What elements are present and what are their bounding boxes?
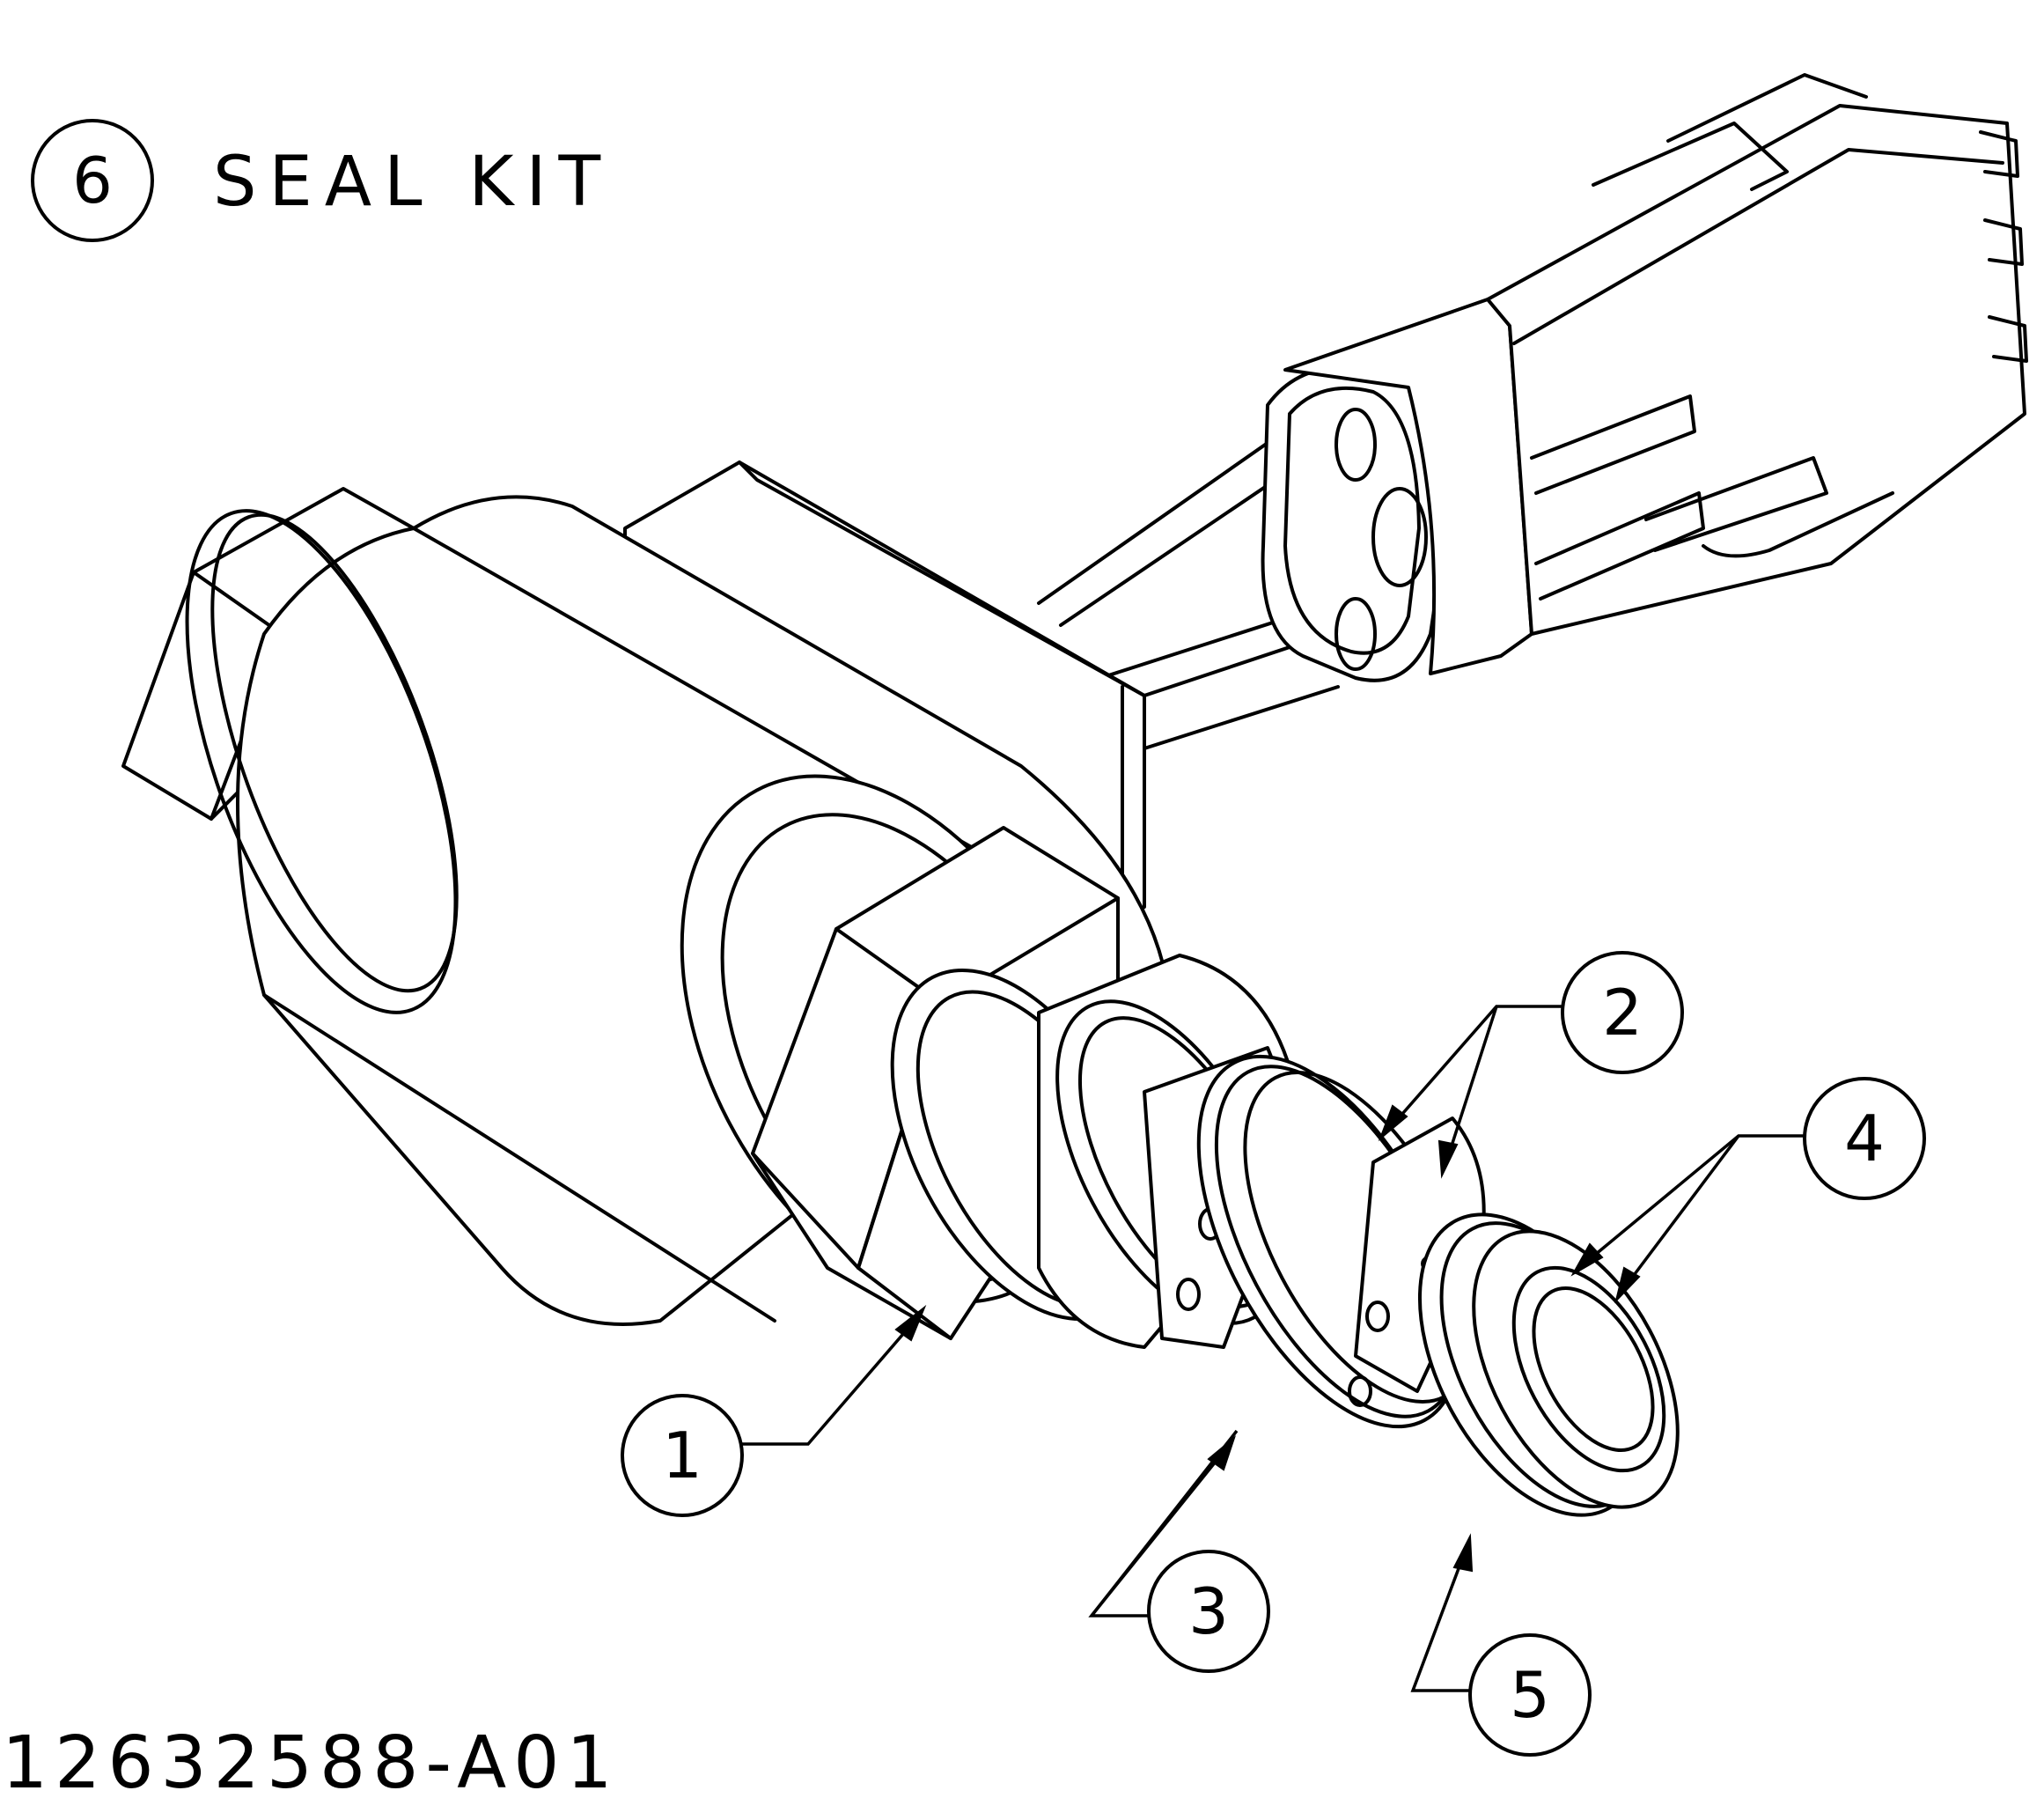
callout-2: 2	[1378, 951, 1684, 1179]
port-hole	[1348, 1375, 1372, 1407]
part-number: 12632588-A01	[2, 1721, 620, 1798]
leader-line-4a	[1583, 1134, 1805, 1265]
cartridge-nose	[1472, 1229, 1680, 1509]
callout-number-1: 1	[662, 1419, 702, 1492]
callout-1: 1	[621, 1304, 927, 1517]
callout-3: 3	[1088, 1429, 1270, 1673]
coil-rear-face	[185, 509, 458, 1014]
seal-kit-label: SEAL KIT	[213, 143, 613, 222]
terminal-pin-a	[1979, 130, 2019, 178]
callout-number-4: 4	[1844, 1102, 1885, 1175]
seal-kit-number: 6	[72, 144, 113, 217]
leader-arrow-2a	[1378, 1104, 1408, 1142]
leader-line-4b	[1622, 1134, 1740, 1290]
wire-bottom	[1143, 685, 1340, 750]
terminal-pin-c	[1988, 315, 2028, 363]
connector-latch-lower	[1534, 491, 1705, 601]
port-hole	[1365, 1301, 1390, 1332]
connector-housing	[1486, 104, 2026, 636]
connector-lock-tab	[1592, 122, 1789, 191]
callout-4: 4	[1570, 1077, 1926, 1304]
electrical-connector	[1037, 73, 2028, 750]
callout-bubble-3	[1147, 1550, 1270, 1673]
leader-line-3b	[1090, 1429, 1239, 1617]
leader-arrow-4a	[1570, 1242, 1604, 1277]
callout-number-3: 3	[1188, 1574, 1229, 1648]
leader-arrow-1	[894, 1304, 927, 1342]
leader-arrow-5	[1452, 1533, 1474, 1573]
valve-cartridge	[890, 954, 1680, 1517]
callout-bubble-2	[1561, 951, 1684, 1074]
seal-kit-bubble	[31, 119, 154, 242]
leader-arrow-4b	[1614, 1266, 1641, 1304]
callout-5: 5	[1410, 1533, 1592, 1757]
leader-line-5	[1410, 1549, 1470, 1692]
leader-arrow-2b	[1437, 1139, 1459, 1179]
leader-line-1	[742, 1313, 922, 1446]
callout-bubble-4	[1803, 1077, 1926, 1200]
connector-collar	[1283, 298, 1533, 675]
connector-latch-upper	[1530, 394, 1696, 495]
callout-bubble-1	[621, 1394, 744, 1517]
port-hole	[1176, 1278, 1201, 1311]
seal-kit-callout: 6 SEAL KIT	[31, 119, 613, 242]
callout-bubble-5	[1468, 1633, 1592, 1757]
callout-number-5: 5	[1510, 1658, 1550, 1732]
callout-number-2: 2	[1602, 976, 1643, 1050]
terminal-pin-b	[1983, 218, 2024, 266]
leader-line-2b	[1445, 1006, 1498, 1163]
